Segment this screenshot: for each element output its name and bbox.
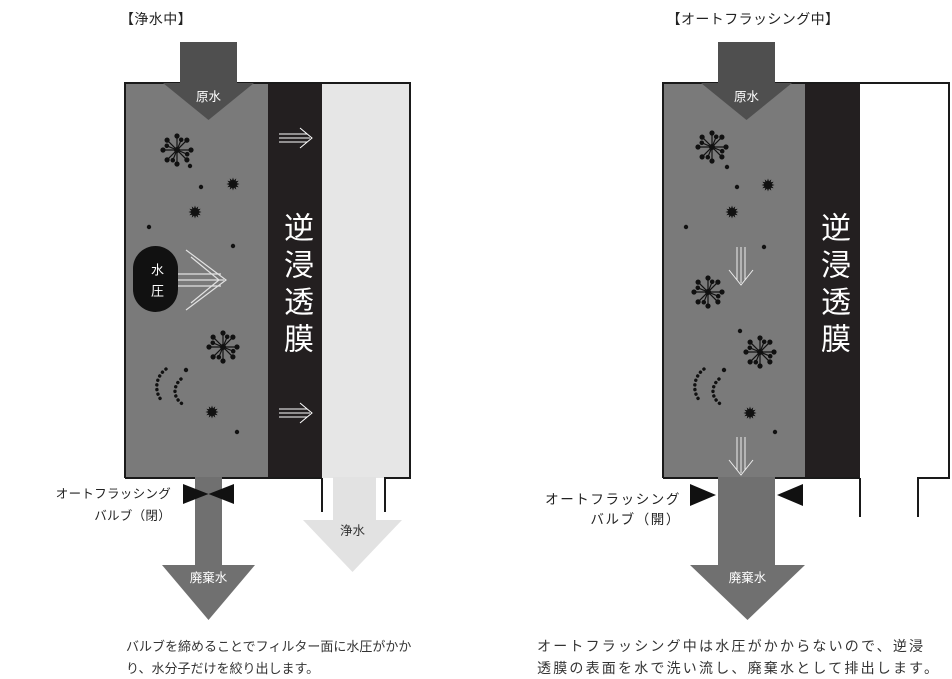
particle-dot	[198, 184, 204, 190]
product-arrow-head	[303, 520, 402, 572]
housing-outline	[662, 82, 950, 517]
particle-dot	[183, 367, 189, 373]
particle-dot	[721, 367, 727, 373]
particle-dot	[737, 328, 743, 334]
inlet-label: 原水	[734, 89, 760, 104]
membrane-label: 逆浸透膜	[278, 212, 313, 360]
housing-outline	[124, 82, 411, 512]
ro-membrane	[268, 83, 322, 478]
left-caption-line1: バルブを締めることでフィルター面に水圧がかか	[126, 640, 412, 655]
waste-pipe	[718, 477, 775, 566]
valve-right-icon	[208, 484, 234, 504]
waste-label: 廃棄水	[190, 570, 228, 585]
pressure-arrow-icon	[178, 249, 227, 311]
inlet-arrow-head	[163, 83, 254, 120]
right-caption-line2: 透膜の表面を水で洗い流し、廃棄水として排出します。	[537, 661, 941, 677]
permeate-arrow-icon	[279, 127, 313, 149]
microbe-icon	[695, 130, 729, 164]
dotted-bacteria-icon	[693, 367, 724, 407]
purified-water-chamber	[860, 83, 949, 478]
product-pipe	[333, 477, 376, 521]
left-panel-title: 【浄水中】	[120, 12, 192, 28]
raw-water-chamber	[663, 83, 805, 478]
waste-label: 廃棄水	[729, 570, 767, 585]
valve-left-icon	[690, 484, 716, 506]
valve-label-line1: オートフラッシング	[55, 486, 171, 501]
waste-arrow-head	[162, 565, 255, 620]
product-label: 浄水	[340, 523, 366, 538]
waste-arrow-head	[690, 565, 805, 620]
membrane-label: 逆浸透膜	[815, 212, 850, 360]
ro-membrane	[805, 83, 860, 478]
purified-water-chamber	[322, 83, 410, 478]
particle-dot	[146, 224, 152, 230]
flush-arrow-icon	[728, 247, 754, 286]
particle-dot	[234, 429, 240, 435]
valve-right-icon	[777, 484, 803, 506]
particle-dot	[772, 429, 778, 435]
pressure-label: 水圧	[148, 263, 163, 305]
right-panel: 原水 廃棄水	[662, 42, 950, 620]
inlet-label: 原水	[196, 89, 222, 104]
dotted-bacteria-icon	[155, 367, 186, 407]
particle-dot	[683, 224, 689, 230]
pressure-pill	[133, 246, 178, 312]
inlet-pipe	[718, 42, 775, 84]
permeate-arrow-icon	[279, 402, 313, 424]
particle-dot	[761, 244, 767, 250]
left-caption-line2: り、水分子だけを絞り出します。	[126, 662, 320, 677]
microbe-icon	[691, 275, 725, 309]
valve-label-line2: バルブ（閉）	[94, 508, 171, 523]
right-caption-line1: オートフラッシング中は水圧がかからないので、逆浸	[537, 639, 926, 655]
right-panel-title: 【オートフラッシング中】	[666, 12, 840, 28]
left-panel: 原水 廃棄水 浄水	[124, 42, 411, 620]
valve-label-line1: オートフラッシング	[545, 492, 681, 508]
particle-dot	[230, 243, 236, 249]
inlet-pipe	[180, 42, 237, 84]
flush-arrow-icon	[728, 437, 754, 476]
valve-left-icon	[183, 484, 209, 504]
microbe-icon	[206, 330, 240, 364]
inlet-arrow-head	[701, 83, 792, 120]
particle-dot	[724, 164, 730, 170]
particle-dot	[734, 184, 740, 190]
valve-label-line2: バルブ（開）	[590, 512, 681, 528]
microbe-icon	[743, 335, 777, 369]
particle-dot	[187, 163, 193, 169]
microbe-icon	[160, 133, 194, 167]
